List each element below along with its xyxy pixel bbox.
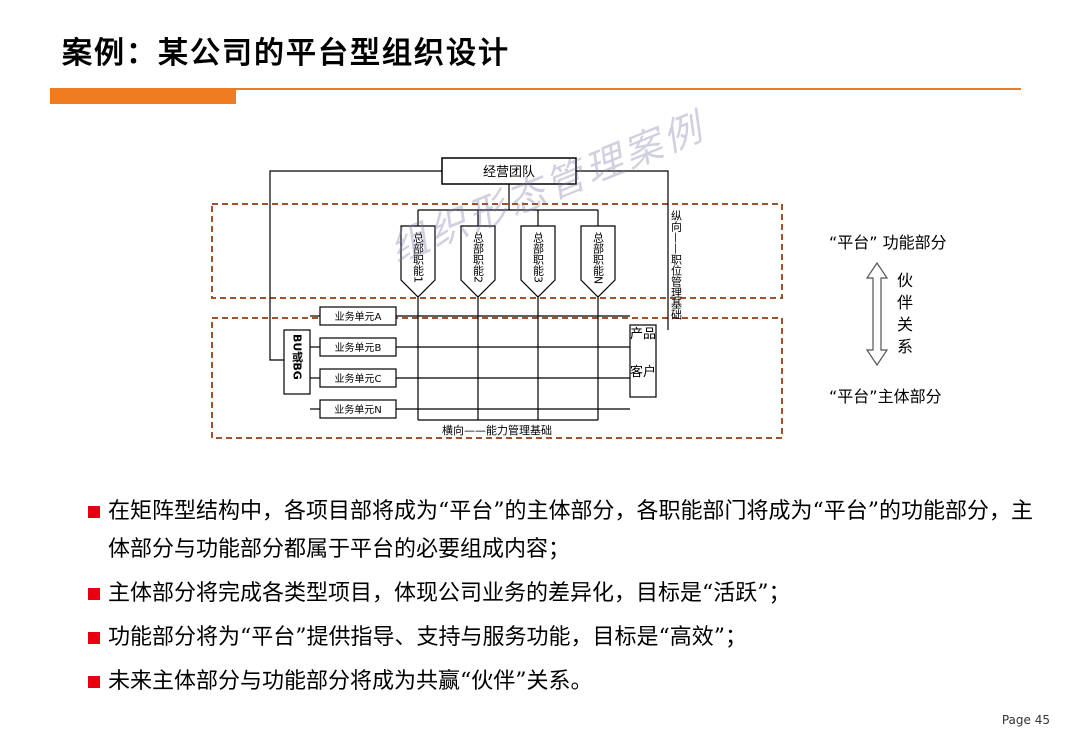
function-label-1: 总部职能1 — [412, 231, 425, 283]
main-zone-box — [211, 317, 783, 439]
bu-label: BU或BG — [291, 334, 304, 380]
unit-label-3: 业务单元C — [335, 372, 382, 385]
bullet-square-icon — [88, 676, 100, 688]
bullet-item: 在矩阵型结构中，各项目部将成为“平台”的主体部分，各职能部门将成为“平台”的功能… — [86, 493, 1046, 569]
platform-function-label: “平台” 功能部分 — [829, 233, 947, 252]
product-customer-box — [629, 324, 657, 398]
horizontal-axis-label: 横向——能力管理基础 — [442, 423, 552, 437]
function-label-3: 总部职能3 — [532, 231, 545, 283]
function-box-4 — [580, 225, 616, 298]
management-team-label: 经营团队 — [483, 165, 535, 180]
page-title: 案例：某公司的平台型组织设计 — [62, 36, 510, 71]
customer-label: 客户 — [630, 364, 656, 380]
function-label-4: 总部职能N — [592, 231, 605, 285]
function-box-3 — [520, 225, 556, 298]
bullet-square-icon — [88, 506, 100, 518]
partner-double-arrow — [865, 261, 889, 367]
function-box-1 — [400, 225, 436, 298]
bullet-list: 在矩阵型结构中，各项目部将成为“平台”的主体部分，各职能部门将成为“平台”的功能… — [86, 493, 1046, 707]
unit-label-1: 业务单元A — [335, 310, 382, 323]
function-box-2 — [460, 225, 496, 298]
title-accent-bar — [50, 88, 236, 104]
bu-box — [283, 329, 311, 395]
platform-main-label: “平台”主体部分 — [829, 387, 942, 406]
bullet-square-icon — [88, 588, 100, 600]
unit-label-4: 业务单元N — [334, 403, 381, 416]
function-zone-box — [211, 203, 783, 299]
bullet-item: 功能部分将为“平台”提供指导、支持与服务功能，目标是“高效”； — [86, 619, 1046, 657]
title-underline — [236, 88, 1021, 90]
unit-label-2: 业务单元B — [335, 341, 382, 354]
page-number: Page 45 — [1001, 713, 1050, 727]
vertical-axis-label: 纵向——职位管理基础 — [670, 210, 683, 320]
bullet-item: 主体部分将完成各类型项目，体现公司业务的差异化，目标是“活跃”； — [86, 575, 1046, 613]
bullet-square-icon — [88, 632, 100, 644]
function-label-2: 总部职能2 — [472, 231, 485, 283]
bullet-item: 未来主体部分与功能部分将成为共赢“伙伴”关系。 — [86, 663, 1046, 701]
product-label: 产品 — [630, 327, 656, 342]
partner-relation-label: 伙伴关系 — [897, 271, 914, 356]
